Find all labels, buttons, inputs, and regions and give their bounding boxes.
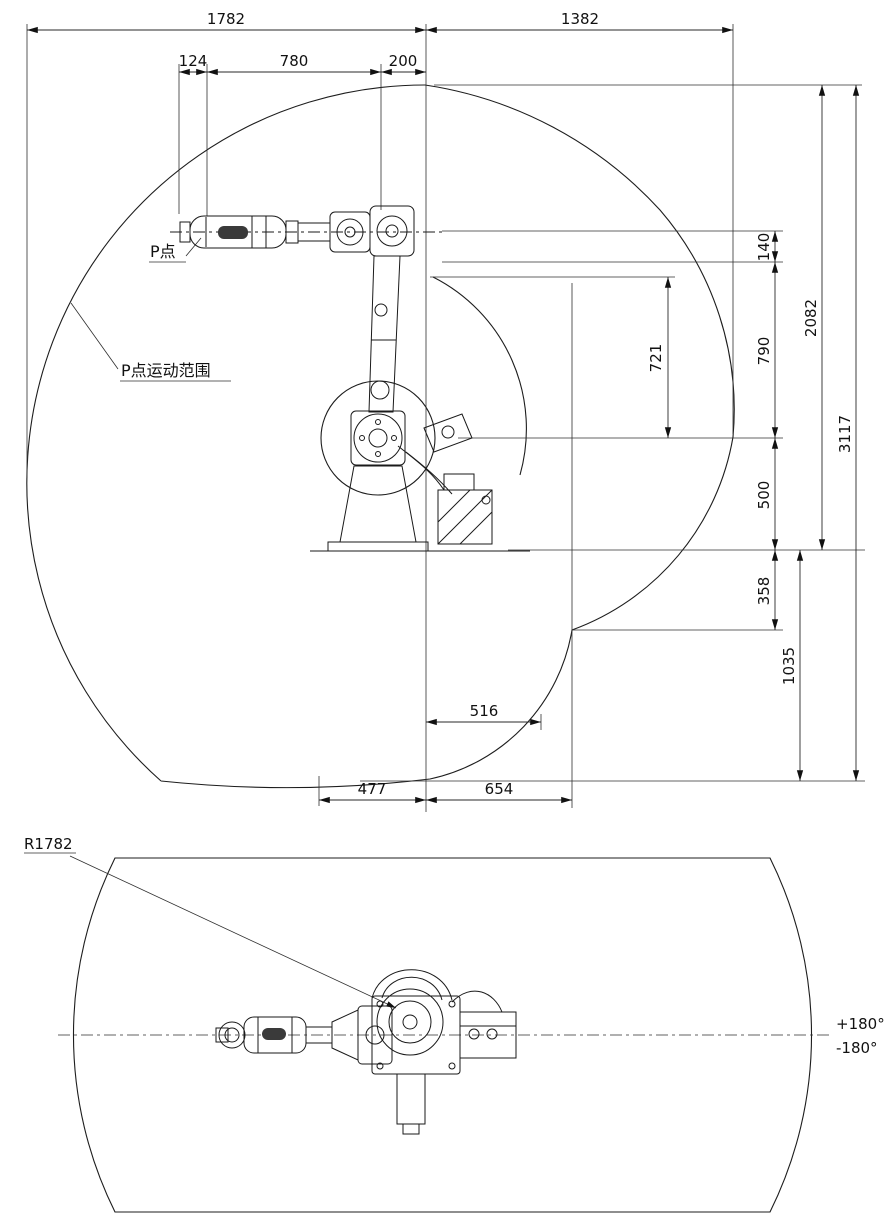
- dim-477-label: 477: [358, 780, 387, 798]
- dim-124-label: 124: [179, 52, 208, 70]
- plan-tool-logo: [262, 1028, 286, 1040]
- inner-boundary-arc: [432, 276, 527, 476]
- dim-790-label: 790: [755, 337, 773, 366]
- dim-2082-label: 2082: [802, 299, 820, 337]
- dim-1035-label: 1035: [780, 647, 798, 685]
- shoulder-sweep-circle: [320, 380, 436, 496]
- plan-view-robot: [215, 969, 517, 1135]
- dim-1782-label: 1782: [207, 10, 245, 28]
- dim-780-label: 780: [280, 52, 309, 70]
- dim-721-label: 721: [647, 344, 665, 373]
- tool-logo: [218, 226, 248, 239]
- dim-500-label: 500: [755, 481, 773, 510]
- top-view: 1782 1382 124 780 200 140 790 500 358 10…: [26, 10, 865, 812]
- plan-envelope-outline: [73, 857, 812, 1213]
- extension-lines: [26, 24, 865, 812]
- workspace-envelope: [26, 84, 735, 808]
- annotations: P点 P点运动范围: [70, 237, 231, 382]
- dim-516-label: 516: [470, 702, 499, 720]
- p-range-leader: [70, 302, 119, 370]
- p-point-label: P点: [150, 242, 176, 261]
- rotation-plus-label: +180°: [836, 1015, 885, 1033]
- p-range-label: P点运动范围: [121, 361, 211, 380]
- dim-358-label: 358: [755, 577, 773, 606]
- side-view-robot: [170, 205, 530, 552]
- p-point-leader: [185, 237, 202, 257]
- dim-140-label: 140: [755, 233, 773, 262]
- dim-200-label: 200: [389, 52, 418, 70]
- dim-3117-label: 3117: [836, 415, 854, 453]
- rotation-minus-label: -180°: [836, 1039, 878, 1057]
- plan-view: R1782 +180° -180°: [24, 835, 885, 1213]
- dimension-lines: [27, 26, 860, 804]
- dim-654-label: 654: [485, 780, 514, 798]
- dimension-labels: 1782 1382 124 780 200 140 790 500 358 10…: [179, 10, 854, 798]
- radius-leader: [69, 855, 397, 1009]
- envelope-outline: [26, 84, 735, 789]
- dim-1382-label: 1382: [561, 10, 599, 28]
- radius-label: R1782: [24, 835, 73, 853]
- plan-annotations: R1782 +180° -180°: [24, 835, 885, 1057]
